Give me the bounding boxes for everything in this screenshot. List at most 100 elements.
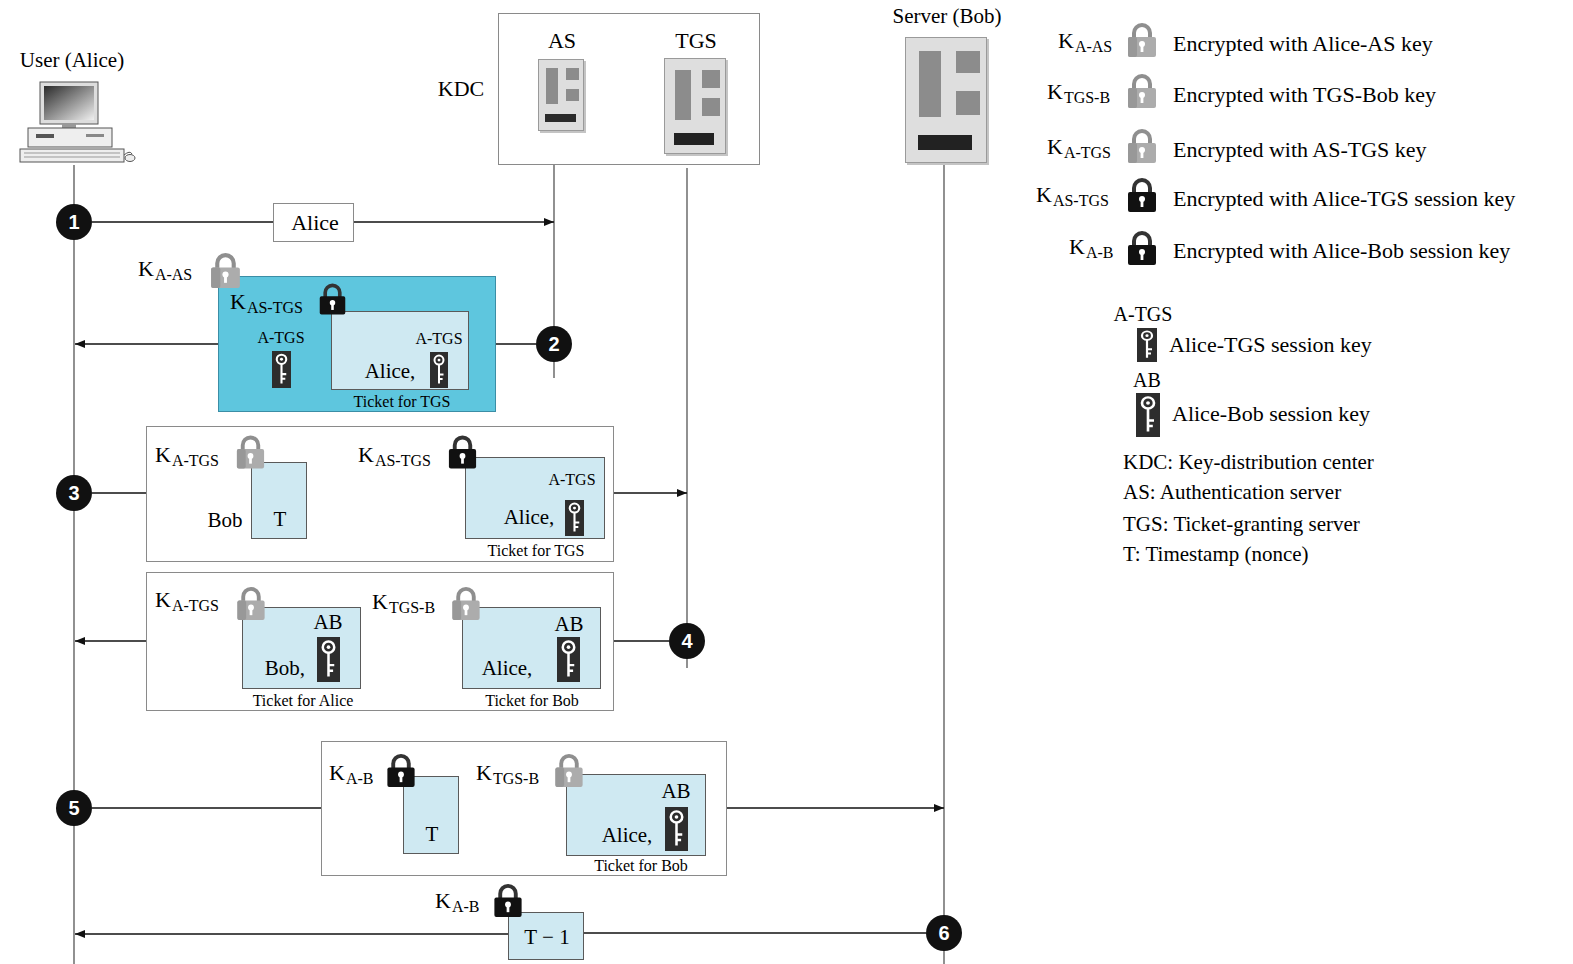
lifelines [74,163,944,964]
message-arrow [75,640,146,641]
encrypted-box: KA-BT − 1 [508,912,584,960]
key-name: AB [313,610,342,634]
lock-icon [237,437,264,468]
message-line [584,932,926,933]
ticket-box: KAS-TGSA-TGSAlice,Ticket for TGS [465,457,605,539]
key-subscript: A-TGS [1064,144,1111,162]
step-number-text: 5 [68,797,79,820]
legend-text: Encrypted with TGS-Bob key [1173,82,1436,107]
server-part [702,98,720,116]
key-subscript: A-TGS [172,597,219,615]
server-part [674,133,714,145]
encrypted-box: KA-BT [403,776,459,854]
key-icon [317,637,340,682]
message-text: Alice [291,210,339,235]
key-symbol: K [155,442,171,467]
step-number: 4 [669,623,705,659]
message-line [92,807,321,808]
monitor-stand [62,124,76,128]
definition-note: TGS: Ticket-granting server [1123,512,1360,536]
key-symbol: K [372,589,388,614]
icon-layer [539,60,585,132]
mouse [125,155,135,162]
timestamp-text: T − 1 [524,925,569,949]
ticket-caption: Ticket for TGS [354,393,451,411]
key-symbol: K [329,760,345,785]
ticket-box: KTGS-BABAlice,Ticket for Bob [462,607,601,689]
lock-icon [1128,233,1156,265]
key-name: AB [661,779,690,803]
ticket-text: Alice, [504,505,555,529]
kdc-label: KDC [438,76,484,101]
key-subscript: AS-TGS [247,299,303,317]
key-subscript: A-TGS [172,452,219,470]
computer-case [28,128,112,147]
step-number-text: 2 [548,333,559,356]
keyboard-keys [24,153,120,157]
monitor [40,82,98,124]
computer-icon [20,82,135,162]
lock-icon [555,756,582,787]
key-icon [565,500,584,536]
server-icon: AS [538,59,584,131]
key-icon [272,351,291,388]
key-subscript: A-AS [1075,38,1112,56]
key-subscript: TGS-B [493,770,539,788]
message-text: Bob [207,508,242,532]
key-symbol: K [435,888,451,913]
lock-icon [494,886,521,917]
step-number: 6 [926,915,962,951]
ticket-caption: Ticket for TGS [488,542,585,560]
server-part [918,135,972,150]
lock-icon [452,589,479,620]
step-number-text: 6 [938,922,949,945]
lock-icon [237,589,264,620]
server-icon: TGS [664,58,726,154]
key-symbol: K [155,587,171,612]
key-name: A-TGS [415,330,462,348]
lifeline [943,163,944,964]
key-subscript: AS-TGS [1053,192,1109,210]
message-box: KAS-TGSA-TGSAlice,Ticket for TGSKA-ASA-T… [218,276,496,412]
lifeline [73,165,74,964]
key-icon [1136,393,1160,437]
definition-note: AS: Authentication server [1123,480,1341,504]
ticket-text: Alice, [365,359,416,383]
key-name: AB [1133,369,1161,392]
key-symbol: K [1047,134,1063,159]
step-number-text: 1 [68,211,79,234]
message-arrow [727,807,944,808]
key-subscript: AS-TGS [375,452,431,470]
server-part [546,68,558,104]
legend-text: Encrypted with Alice-Bob session key [1173,238,1510,263]
server-part [919,51,941,117]
encrypted-box: KA-TGST [251,462,307,539]
step-number-text: 4 [681,630,692,653]
lifeline [686,168,687,668]
server-icon: Server (Bob) [905,37,987,163]
legend-icons [1128,25,1160,437]
timestamp-text: T [426,822,439,846]
step-number: 3 [56,475,92,511]
server-part [956,91,980,115]
definition-note: KDC: Key-distribution center [1123,450,1374,474]
server-part [566,68,579,80]
key-icon [430,352,448,388]
legend-text: Alice-Bob session key [1172,401,1370,426]
keyboard [20,149,124,162]
lock-icon [1128,76,1156,108]
screen [44,86,94,120]
key-subscript: A-B [452,898,480,916]
ticket-caption: Ticket for Alice [253,692,354,710]
ticket-box: KTGS-BABAlice,Ticket for Bob [566,774,706,856]
server-part [702,70,720,88]
key-subscript: A-AS [155,266,192,284]
message-box: KA-TGSTKAS-TGSA-TGSAlice,Ticket for TGSB… [146,426,614,562]
key-name: A-TGS [1114,303,1173,326]
key-symbol: K [1069,234,1085,259]
lock-icon [1128,180,1156,212]
message-arrow [614,492,687,493]
server-part [566,89,579,101]
message-arrow [354,221,554,222]
